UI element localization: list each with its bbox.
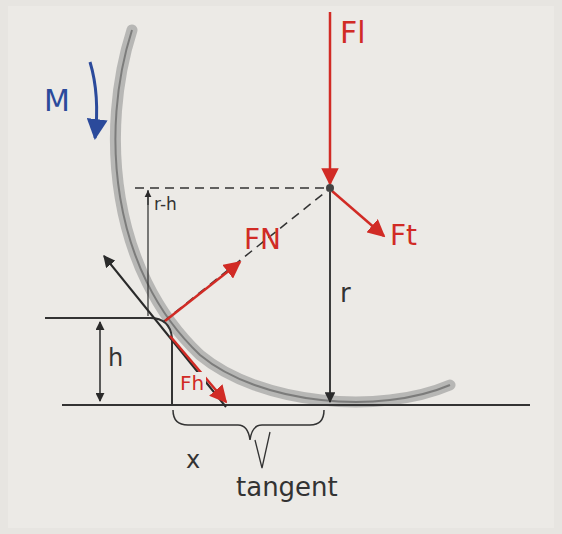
force-arrow — [165, 262, 240, 321]
force-label: Fh — [178, 372, 206, 394]
dimension-label: r-h — [154, 196, 177, 213]
wheel-edge — [115, 30, 450, 402]
force-label: Ft — [390, 222, 417, 250]
force-arrow — [332, 191, 384, 236]
paper — [8, 6, 554, 528]
force-arrow — [329, 12, 332, 184]
dashed-line — [135, 187, 328, 189]
dimension-label: r — [340, 280, 351, 306]
dimension-line — [147, 190, 148, 316]
dimension-line — [99, 322, 101, 401]
dimension-brace — [173, 410, 324, 440]
annotation-label: tangent — [236, 474, 338, 500]
moment-arrow — [90, 62, 97, 138]
step — [45, 318, 172, 405]
force-arrow — [170, 336, 226, 402]
radius-line — [329, 192, 331, 402]
dimension-label: h — [108, 346, 123, 370]
leader-line — [255, 432, 270, 468]
force-label: Fl — [340, 18, 366, 48]
dimension-arrow — [147, 191, 148, 205]
moment-label: M — [44, 86, 70, 116]
center-point — [326, 184, 334, 192]
ground — [62, 404, 530, 406]
dimension-label: x — [186, 448, 200, 472]
tangent-line — [104, 256, 226, 407]
dashed-line — [163, 190, 328, 322]
wheel-rim — [115, 30, 450, 402]
force-label: FN — [244, 226, 281, 254]
